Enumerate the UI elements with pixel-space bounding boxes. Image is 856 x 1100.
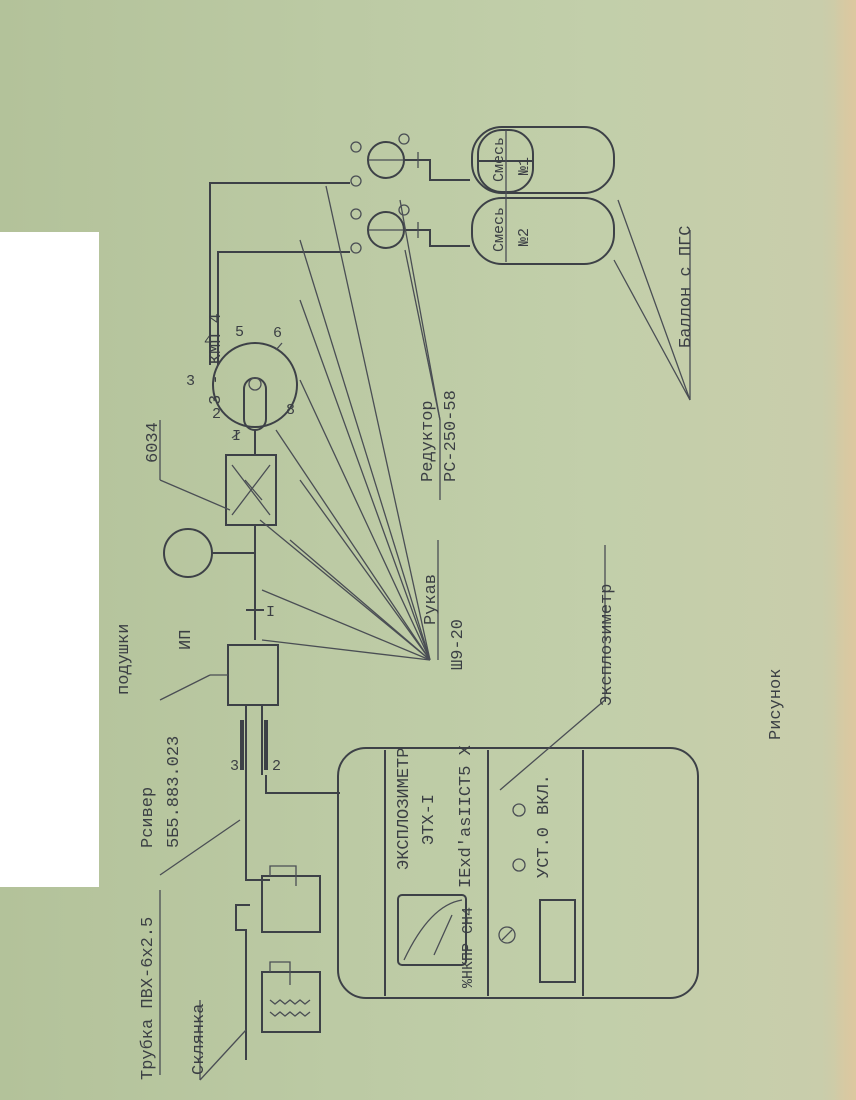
knob-on [512, 803, 526, 817]
label-pillows: подушки [115, 624, 134, 695]
adjust-screw [498, 926, 516, 944]
button-on-label: ВКЛ. [535, 774, 554, 815]
reducer-valve-1 [350, 133, 470, 187]
page-edge [834, 0, 856, 1100]
cylinder-2-name: Смесь [491, 207, 508, 252]
label-flask: Склянка [190, 1004, 209, 1075]
receiver-port-2: 2 [272, 758, 281, 775]
device-marking: IExd'asIICT5 X [457, 745, 476, 888]
flask-2-saline [245, 961, 321, 1060]
display-window [539, 899, 576, 983]
meter-dial [397, 894, 467, 966]
cylinder-1-name: Смесь [491, 137, 508, 182]
label-explosimeter: Эксплозиметр [598, 584, 617, 706]
pipe-marker-label: I [266, 604, 275, 621]
receiver-port-3: 3 [230, 758, 239, 775]
flow-chamber [225, 454, 277, 526]
pressure-gauge-ip [163, 528, 255, 578]
label-hose: Рукав [422, 574, 441, 625]
device-model: ЭТХ-I [420, 794, 439, 845]
label-tube: Трубка ПВХ-6х2.5 [139, 917, 158, 1080]
button-zero-label: УСТ.0 [535, 827, 554, 878]
switch-port-2: 2 [212, 406, 221, 423]
figure-caption: Рисунок [767, 669, 786, 740]
label-ip: ИП [177, 630, 196, 650]
switch-port-1: I [232, 428, 241, 445]
cylinder-2-number: №2 [516, 228, 533, 246]
label-reducer: Редуктор [419, 400, 438, 482]
switch-port-5: 5 [235, 324, 244, 341]
label-receiver-code: 5Б5.883.023 [165, 736, 184, 848]
switch-port-3: 3 [186, 373, 195, 390]
pipe-2 [217, 251, 350, 365]
reducer-valve-2 [350, 204, 470, 254]
label-hose-code: Ш9-20 [449, 619, 468, 670]
cylinder-mixture-1 [471, 126, 615, 194]
label-reducer-code: РС-250-58 [442, 390, 461, 482]
label-cylinder: Баллон с ПГС [677, 226, 696, 348]
cylinder-mixture-2 [471, 197, 615, 265]
switch-port-8: 8 [286, 402, 295, 419]
device-name: ЭКСПЛОЗИМЕТР [395, 748, 414, 870]
knob-zero [512, 858, 526, 872]
cylinder-1-number: №1 [516, 157, 533, 175]
receiver [227, 644, 279, 775]
pipe-1 [209, 182, 350, 365]
blank-area [0, 232, 99, 887]
flask-1 [235, 865, 321, 990]
dial-marking: %НКПР CH4 [460, 907, 477, 988]
label-receiver: Рсивер [139, 787, 158, 848]
explosimeter-device [337, 747, 699, 999]
label-kmp: 3 - КМП 4 [207, 313, 226, 405]
tube-to-explosimeter [265, 775, 340, 794]
label-6034: 6034 [144, 422, 163, 463]
leader-lines [159, 185, 691, 1081]
switch-port-4: 4 [204, 333, 213, 350]
switch-port-6: 6 [273, 325, 282, 342]
